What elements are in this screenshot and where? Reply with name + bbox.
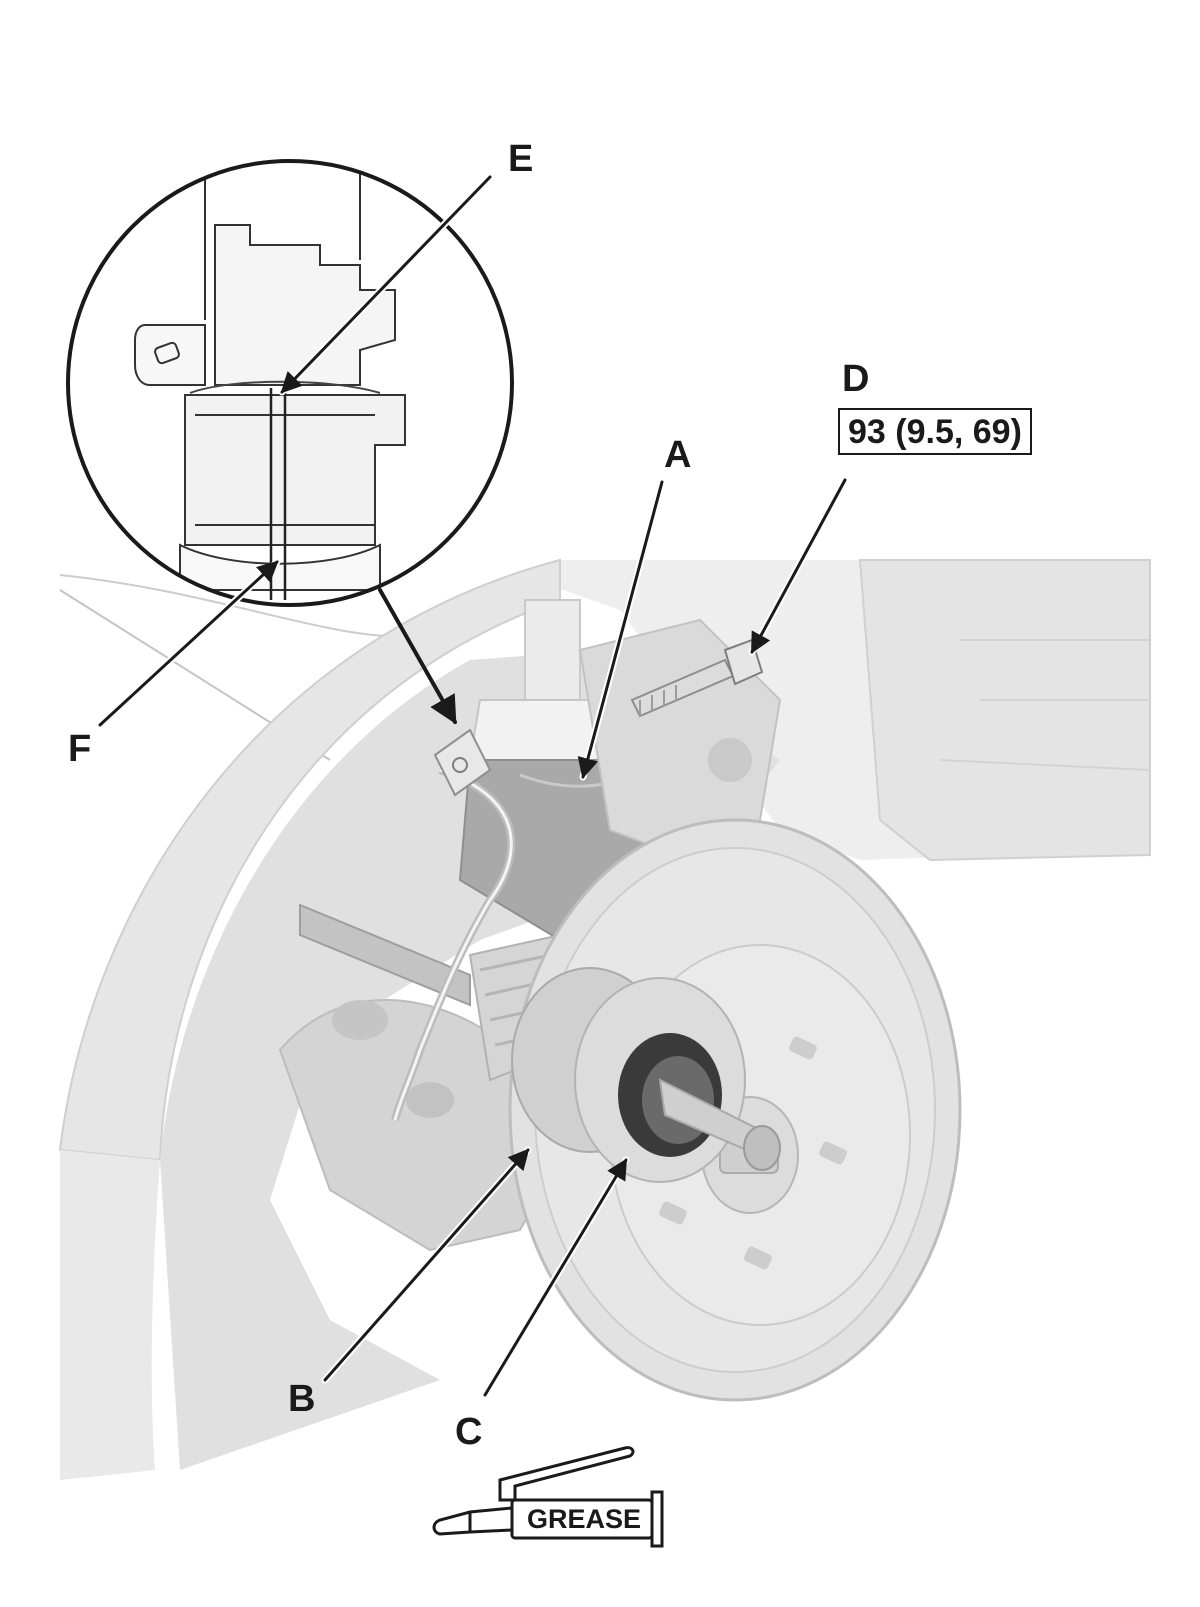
steering-knuckle xyxy=(578,618,782,862)
callout-b: B xyxy=(288,1378,316,1420)
callout-f: F xyxy=(68,728,92,770)
brake-hose-bracket xyxy=(433,728,492,797)
callout-a: A xyxy=(664,434,692,476)
grease-label: GREASE xyxy=(526,1504,642,1534)
torque-spec-box: 93 (9.5, 69) xyxy=(838,408,1032,455)
callout-c: C xyxy=(455,1411,483,1453)
outboard-joint xyxy=(511,967,781,1183)
body-panel xyxy=(58,558,1151,1480)
callout-d: D xyxy=(842,358,870,400)
callout-e: E xyxy=(508,138,534,180)
leader-lines xyxy=(96,173,849,1399)
grease-gun-icon xyxy=(432,1446,664,1548)
